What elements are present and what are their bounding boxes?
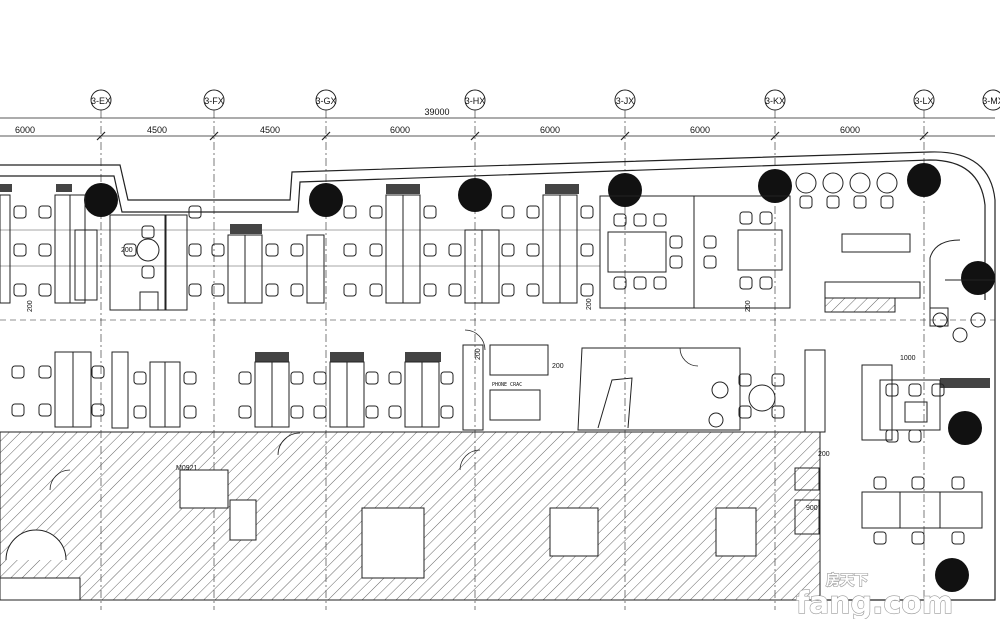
dim-note: 200 bbox=[745, 300, 752, 312]
axis-label: 3-HX bbox=[465, 96, 486, 106]
toilet-room bbox=[229, 499, 257, 541]
axis-label: 3-KX bbox=[765, 96, 785, 106]
grid-axis: 3-MX bbox=[982, 89, 1000, 111]
watermark-cn: 房天下 bbox=[826, 572, 868, 589]
meeting-rooms bbox=[599, 195, 791, 309]
dim-note: 200 bbox=[586, 298, 593, 310]
room-tag: PHONE CRAC bbox=[492, 382, 522, 388]
dim-note: 200 bbox=[121, 247, 133, 254]
dim-note: 200 bbox=[818, 451, 830, 458]
axis-label: 3-EX bbox=[91, 96, 111, 106]
shaft bbox=[361, 507, 425, 579]
shaft bbox=[715, 507, 757, 557]
plants bbox=[0, 184, 990, 388]
span-dim: 4500 bbox=[147, 125, 167, 135]
door-code: M0921 bbox=[176, 465, 198, 472]
dim-note: 200 bbox=[27, 300, 34, 312]
span-dim: 6000 bbox=[390, 125, 410, 135]
service-core: M0921 bbox=[0, 431, 821, 601]
axis-label: 3-FX bbox=[204, 96, 224, 106]
workstations-bottom bbox=[54, 351, 440, 429]
total-dimension: 39000 bbox=[424, 107, 449, 117]
columns bbox=[84, 163, 995, 592]
span-dim: 4500 bbox=[260, 125, 280, 135]
axis-label: 3-LX bbox=[914, 96, 933, 106]
column bbox=[961, 261, 995, 295]
right-rooms bbox=[794, 307, 986, 545]
dim-note: 1000 bbox=[900, 355, 916, 362]
watermark: 房天下 fang.com bbox=[796, 571, 954, 619]
chairs-bottom bbox=[11, 365, 454, 419]
small-meeting-room bbox=[74, 214, 188, 311]
span-dimensions: 6000 4500 4500 6000 6000 6000 6000 bbox=[15, 125, 860, 135]
grid-axes: 3-EX 3-FX 3-GX 3-HX 3-JX 3-KX 3-LX 3-MX bbox=[90, 89, 1000, 111]
grid-axis: 3-FX bbox=[203, 89, 225, 111]
shaft bbox=[549, 507, 599, 557]
grid-axis: 3-LX bbox=[913, 89, 935, 111]
pantry-lounge bbox=[795, 172, 995, 313]
dimension-lines bbox=[0, 117, 995, 141]
axis-label: 3-JX bbox=[616, 96, 635, 106]
column bbox=[458, 178, 492, 212]
axis-label: 3-GX bbox=[315, 96, 336, 106]
grid-axis: 3-KX bbox=[764, 89, 786, 111]
grid-axis: 3-GX bbox=[315, 89, 337, 111]
column bbox=[758, 169, 792, 203]
axis-label: 3-MX bbox=[982, 96, 1000, 106]
column bbox=[935, 558, 969, 592]
column bbox=[907, 163, 941, 197]
column bbox=[608, 173, 642, 207]
column bbox=[309, 183, 343, 217]
doors bbox=[49, 329, 699, 491]
column bbox=[84, 183, 118, 217]
grid-axis: 3-JX bbox=[614, 89, 636, 111]
watermark-brand: fang.com bbox=[796, 586, 953, 619]
annotations: 200 200 200 200 200 200 200 1000 900 bbox=[27, 247, 916, 512]
central-rooms bbox=[462, 344, 826, 433]
toilet-room bbox=[179, 469, 229, 509]
dim-note: 900 bbox=[806, 505, 818, 512]
exterior-wall bbox=[0, 151, 996, 601]
grid-axis: 3-EX bbox=[90, 89, 112, 111]
grid-axis: 3-HX bbox=[464, 89, 486, 111]
workstations-top bbox=[0, 194, 600, 304]
span-dim: 6000 bbox=[15, 125, 35, 135]
span-dim: 6000 bbox=[840, 125, 860, 135]
span-dim: 6000 bbox=[690, 125, 710, 135]
dim-note: 200 bbox=[475, 348, 482, 360]
dim-note: 200 bbox=[552, 363, 564, 370]
span-dim: 6000 bbox=[540, 125, 560, 135]
column bbox=[948, 411, 982, 445]
